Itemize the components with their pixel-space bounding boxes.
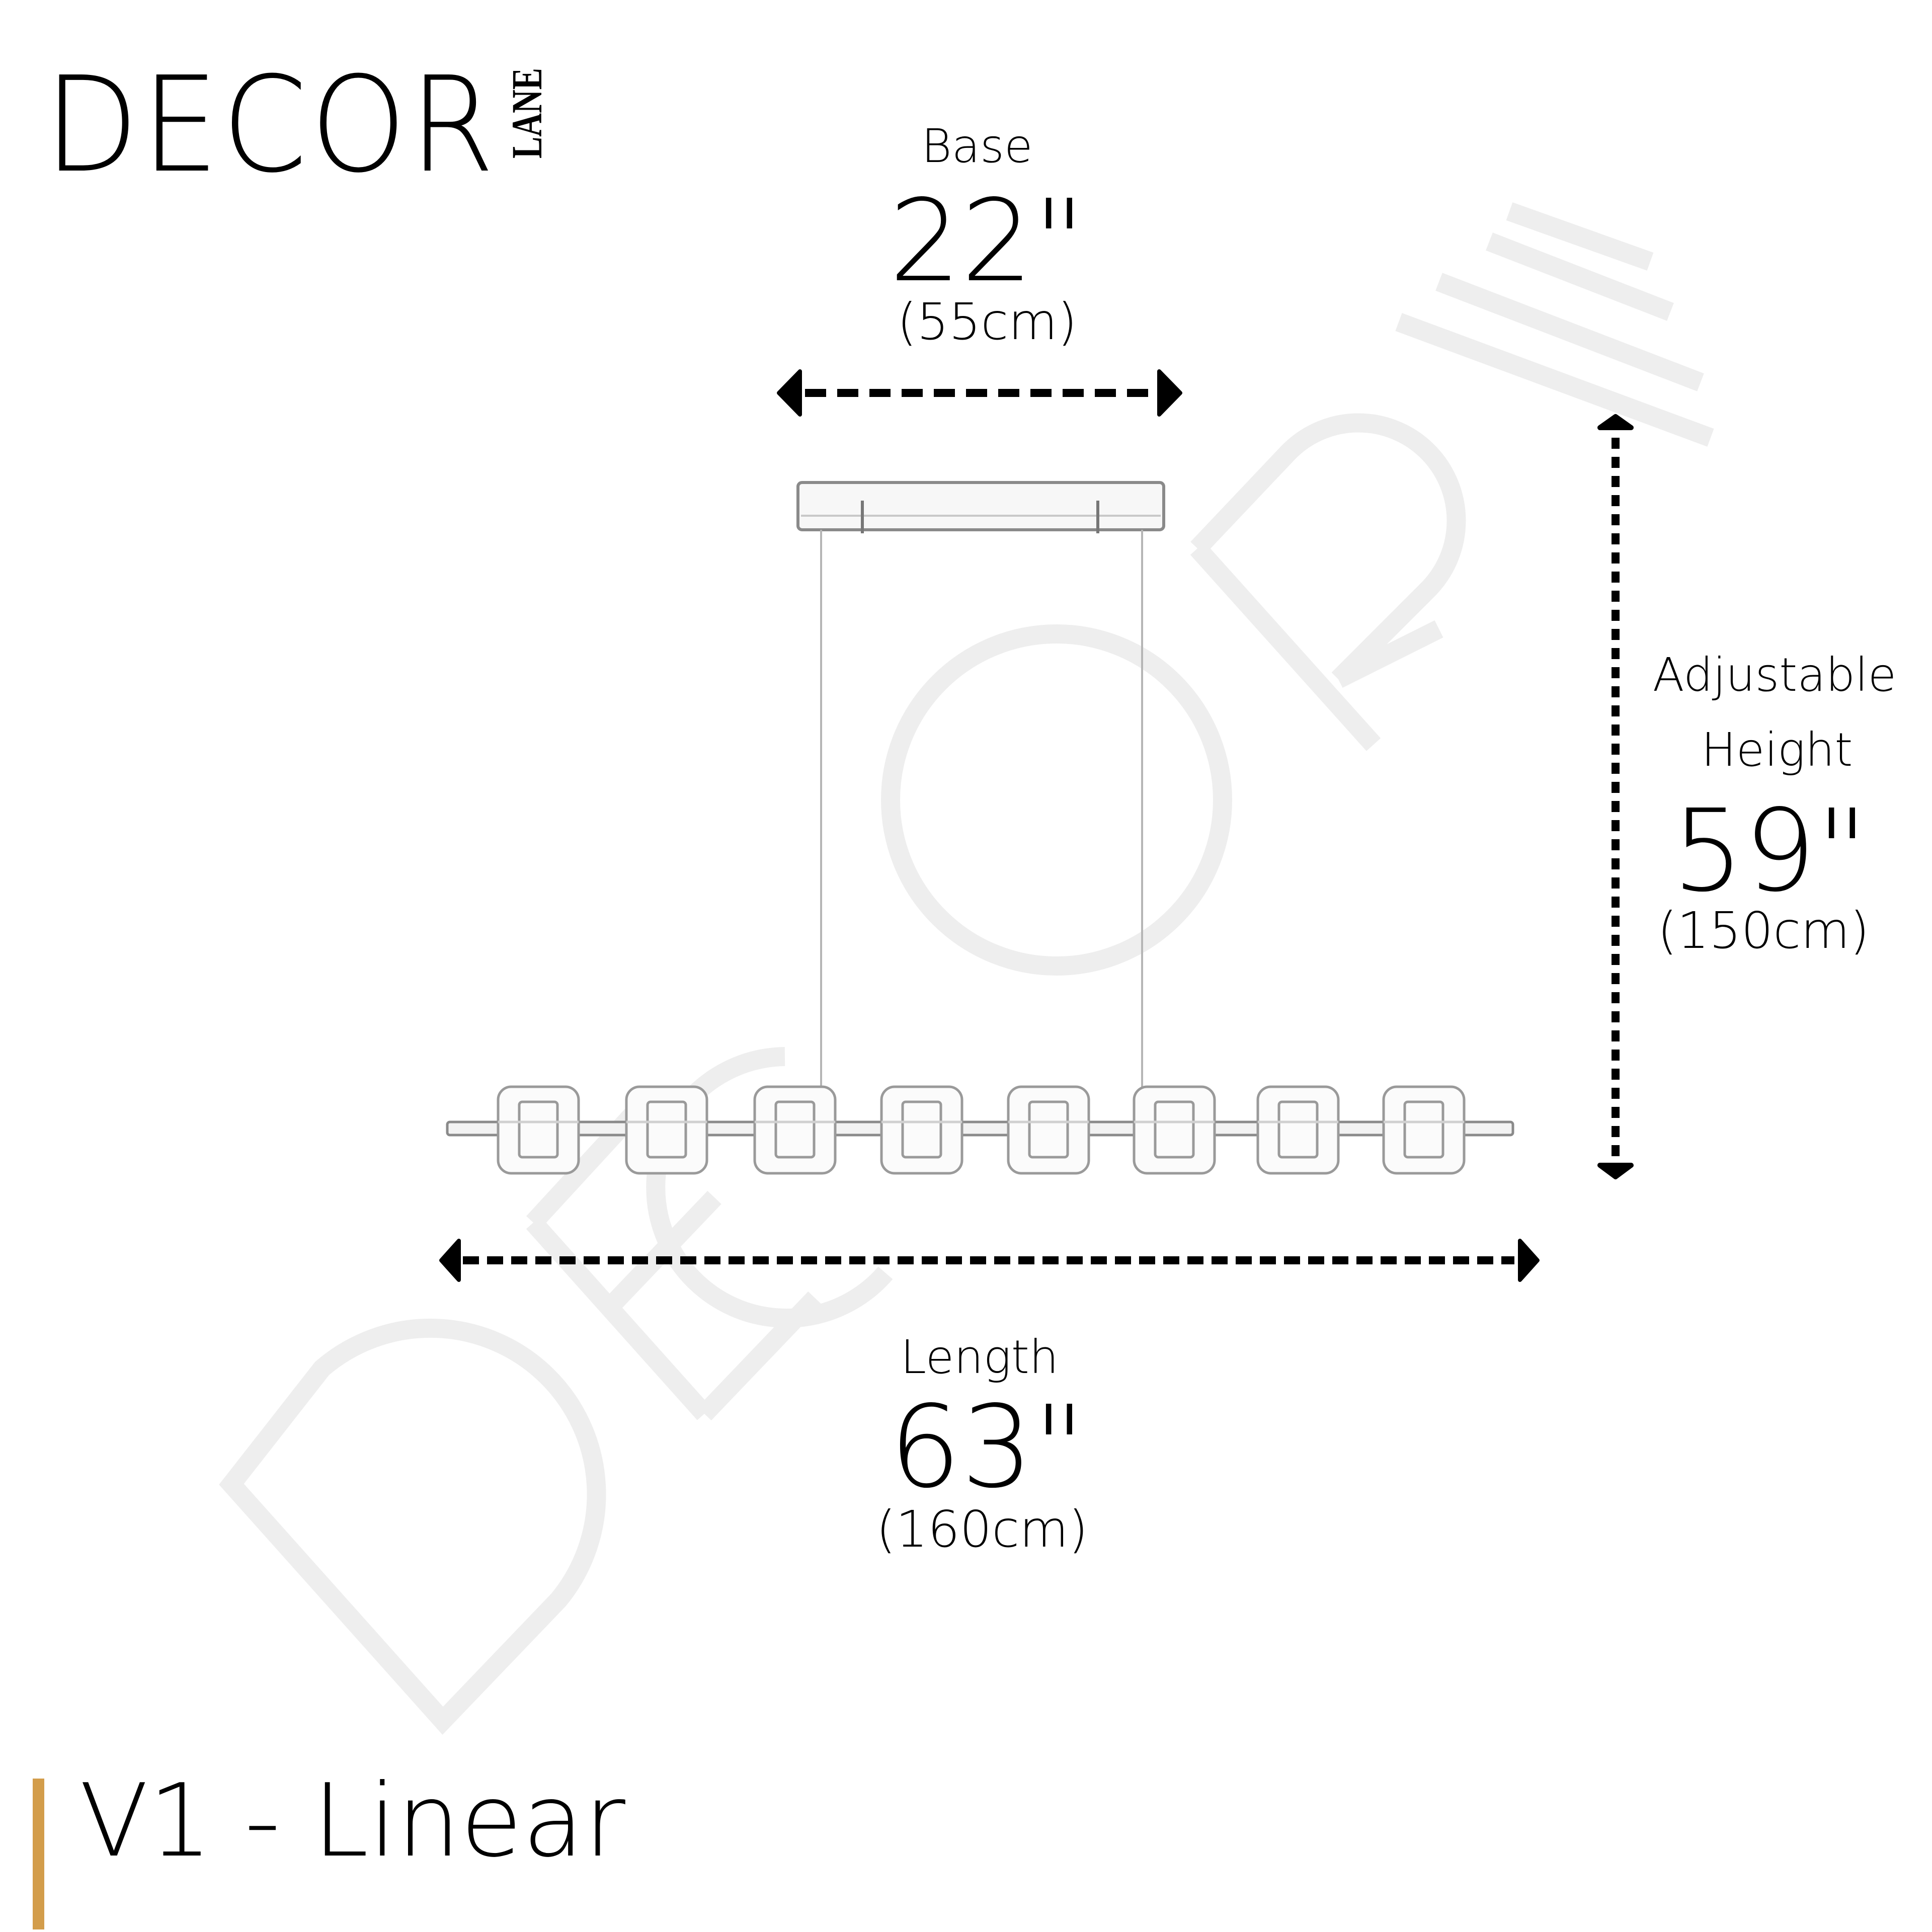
height-label-line1: Adjustable bbox=[1652, 648, 1897, 702]
brand-logo-lane: LANE bbox=[505, 65, 548, 158]
height-label-line2: Height bbox=[1701, 723, 1853, 777]
length-cm: (160cm) bbox=[876, 1500, 1088, 1559]
brand-logo-word: DECOR bbox=[44, 48, 498, 202]
base-dimension-arrow bbox=[777, 369, 1182, 417]
length-dimension-arrow bbox=[439, 1239, 1540, 1282]
watermark bbox=[219, 202, 1714, 1735]
base-cm: (55cm) bbox=[897, 292, 1077, 351]
height-inches: 59" bbox=[1672, 785, 1868, 917]
length-label: Length bbox=[900, 1330, 1059, 1384]
suspension-wires bbox=[820, 530, 1143, 1102]
height-dimension-arrow bbox=[1597, 414, 1634, 1179]
ceiling-canopy bbox=[796, 481, 1165, 533]
base-inches: 22" bbox=[889, 176, 1085, 307]
svg-text:LANE: LANE bbox=[505, 68, 548, 158]
lane-vertical-text-icon: LANE bbox=[505, 68, 548, 158]
accent-bar bbox=[33, 1779, 44, 1929]
length-inches: 63" bbox=[889, 1382, 1085, 1513]
height-cm: (150cm) bbox=[1657, 901, 1870, 960]
fixture-rod bbox=[446, 1120, 1514, 1137]
variant-title: V1 - Linear bbox=[79, 1762, 625, 1880]
crystal-shades bbox=[497, 1085, 1466, 1175]
base-label: Base bbox=[921, 119, 1033, 173]
